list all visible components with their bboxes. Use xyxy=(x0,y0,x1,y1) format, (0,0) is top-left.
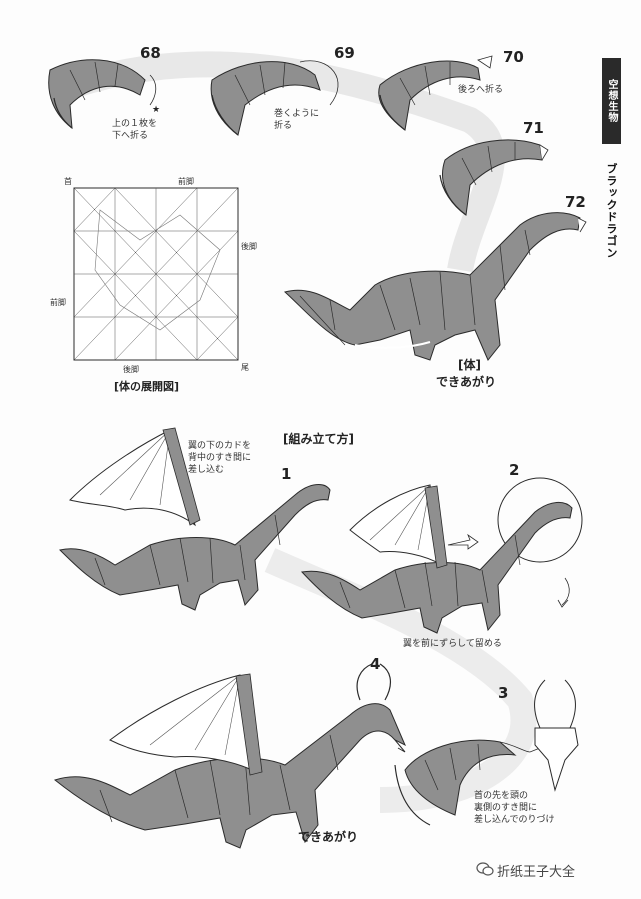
step-number-71: 71 xyxy=(523,119,544,137)
step-number-68: 68 xyxy=(140,44,161,62)
guide-path-top xyxy=(55,51,505,273)
assembly-step-number-2: 2 xyxy=(509,461,520,479)
step-70-neck xyxy=(378,55,493,131)
body-done-label: できあがり xyxy=(436,375,497,389)
step-number-72: 72 xyxy=(565,193,586,211)
assembly-step-3-neck-head xyxy=(394,679,579,826)
note-step-68: 上の１枚を 下へ折る xyxy=(112,119,158,141)
crease-label-back-leg-right: 後脚 xyxy=(241,242,257,251)
wechat-icon xyxy=(476,862,494,876)
note-wing-shift: 翼を前にずらして留める xyxy=(403,639,502,649)
assembly-step-number-1: 1 xyxy=(281,465,292,483)
crease-label-front-leg-left: 前脚 xyxy=(50,298,66,307)
crease-pattern-caption: [体の展開図] xyxy=(114,380,180,393)
crease-pattern xyxy=(73,187,239,361)
body-label: [体] xyxy=(458,358,481,372)
assembly-heading: [組み立て方] xyxy=(283,432,354,446)
note-step-70: 後ろへ折る xyxy=(458,85,504,95)
assembly-step-number-4: 4 xyxy=(370,655,381,673)
assembly-step-number-3: 3 xyxy=(498,684,509,702)
sidebar-category-tab: 空想生物 xyxy=(602,58,621,144)
assembly-step-1-dragon xyxy=(59,427,331,611)
crease-label-neck: 首 xyxy=(64,177,72,186)
step-number-70: 70 xyxy=(503,48,524,66)
final-done-label: できあがり xyxy=(298,830,359,844)
step-number-69: 69 xyxy=(334,44,355,62)
crease-label-back-leg-bottom: 後脚 xyxy=(123,365,139,374)
sidebar-model-title: ブラックドラゴン xyxy=(605,163,618,259)
step-71-neck xyxy=(439,139,549,216)
svg-text:★: ★ xyxy=(152,105,160,115)
note-neck-glue: 首の先を頭の 裏側のすき間に 差し込んでのりづけ xyxy=(474,791,555,825)
watermark-text: 折纸王子大全 xyxy=(497,865,576,880)
note-step-69: 巻くように 折る xyxy=(274,109,320,131)
step-68-neck: ★ xyxy=(48,59,160,130)
note-wing-insert: 翼の下のカドを 背中のすき間に 差し込む xyxy=(188,441,252,475)
crease-label-front-leg-top: 前脚 xyxy=(178,177,194,186)
step-72-body xyxy=(283,212,587,361)
assembly-step-4-final-dragon xyxy=(53,663,406,849)
crease-label-tail: 尾 xyxy=(241,363,249,372)
assembly-step-2-dragon xyxy=(301,477,583,634)
step-69-neck xyxy=(210,60,339,136)
